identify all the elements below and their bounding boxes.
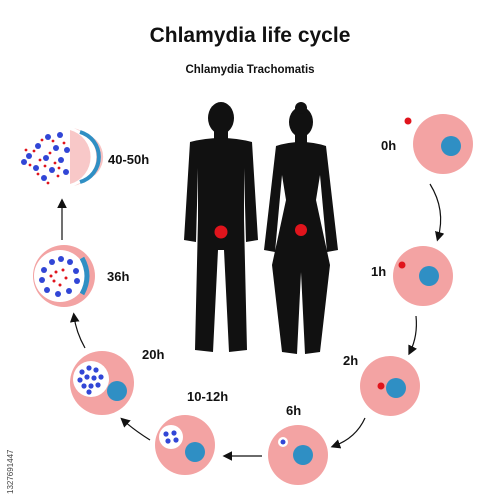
stage-label-6h: 6h [286, 403, 302, 418]
stage-label-20h: 20h [142, 347, 165, 362]
released-particles [21, 132, 70, 185]
arrow-0h-to-1h [429, 183, 445, 242]
cell-stage-40-50h [21, 128, 104, 186]
cell-stage-20h [70, 351, 134, 415]
female-infection-site [295, 224, 307, 236]
diagram-subtitle: Chlamydia Trachomatis [185, 64, 315, 76]
male-infection-site [214, 225, 228, 239]
cell-stage-36h [33, 245, 95, 307]
arrow-2h-to-6h [330, 417, 366, 449]
cell-stage-0h [404, 114, 473, 174]
arrow-10-12h-to-20h [120, 417, 151, 441]
arrow-20h-to-36h [69, 312, 86, 349]
arrow-1h-to-2h [408, 315, 417, 356]
stage-label-1h: 1h [371, 264, 387, 279]
cell-stage-2h [360, 356, 420, 416]
male-silhouette [184, 102, 258, 352]
stage-label-10-12h: 10-12h [187, 389, 229, 404]
female-silhouette [264, 102, 338, 354]
stage-label-0h: 0h [381, 138, 397, 153]
cell-stage-1h [393, 246, 453, 306]
stock-image-id: 1327691447 [6, 449, 15, 495]
diagram-title: Chlamydia life cycle [149, 24, 351, 47]
cell-stage-10-12h [155, 415, 215, 475]
stage-label-2h: 2h [343, 353, 359, 368]
stage-label-36h: 36h [107, 269, 130, 284]
stage-label-40-50h: 40-50h [108, 152, 150, 167]
cell-stage-6h [268, 425, 328, 485]
